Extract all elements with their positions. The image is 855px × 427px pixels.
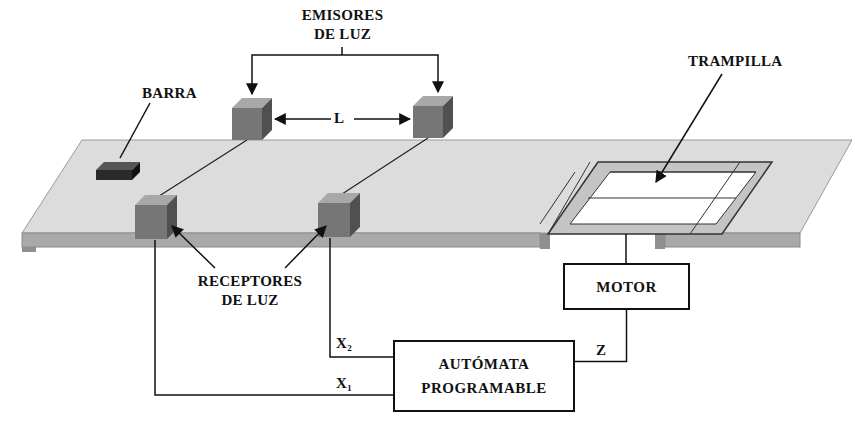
leader-line [120, 103, 150, 158]
box-text: MOTOR [596, 275, 657, 299]
receiver-front [318, 203, 350, 237]
callout-bracket [252, 55, 438, 94]
conveyor-foot [22, 247, 36, 252]
receivers-label: RECEPTORES DE LUZ [195, 272, 305, 310]
plc-box: AUTÓMATA PROGRAMABLE [393, 340, 575, 412]
conveyor-gap [655, 233, 665, 249]
emitter-side [262, 98, 272, 140]
bar-front [96, 170, 132, 180]
signal-name: X₁ [336, 374, 352, 393]
callout-stub [341, 47, 343, 55]
control-wire [575, 310, 627, 362]
light-beam [156, 140, 247, 198]
signal-wire [155, 240, 393, 395]
emitter-side [443, 96, 453, 138]
receiver-front [135, 205, 167, 239]
receiver-side [167, 195, 177, 239]
motor-box: MOTOR [563, 263, 690, 310]
emitter-front [232, 108, 262, 140]
light-beam [339, 138, 428, 196]
receiver-side [350, 193, 360, 237]
signal-wire [330, 238, 393, 357]
part-label: TRAMPILLA [688, 52, 782, 71]
trapdoor-line [548, 162, 590, 234]
conveyor-gap [540, 233, 550, 249]
bar-side [132, 162, 140, 180]
emitters-label: EMISORES DE LUZ [295, 6, 390, 44]
trapdoor-line [588, 198, 736, 199]
trapdoor-frame [548, 162, 772, 234]
motor-link [625, 234, 627, 263]
leader-line [172, 226, 215, 268]
leader-line [656, 74, 722, 182]
signal-name: X₂ [336, 334, 352, 353]
dimension-label: L [334, 109, 344, 128]
conveyor-front [665, 233, 800, 247]
emitter-front [413, 106, 443, 138]
dimension-arrow [275, 118, 331, 120]
dimension-arrow [354, 118, 410, 120]
conveyor-front [22, 233, 540, 247]
leader-line [285, 226, 326, 268]
trapdoor-line [610, 172, 756, 173]
signal-name: Z [594, 341, 608, 359]
trapdoor-line [540, 172, 575, 224]
part-label: BARRA [142, 84, 197, 103]
box-text: AUTÓMATA PROGRAMABLE [409, 352, 559, 400]
